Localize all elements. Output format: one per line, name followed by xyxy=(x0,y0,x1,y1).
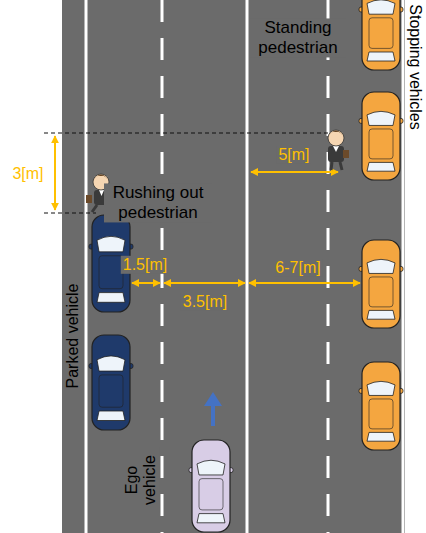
car-shape xyxy=(359,240,403,328)
pedestrian-label: Standing pedestrian xyxy=(250,18,346,57)
vehicles xyxy=(89,0,403,532)
vehicle-label: Ego vehicle xyxy=(123,447,160,513)
dimension-label: 3.5[m] xyxy=(181,293,229,311)
dimension-arrows xyxy=(55,136,360,283)
dimension-label: 5[m] xyxy=(276,146,311,164)
direction-arrow xyxy=(204,392,222,426)
car-shape xyxy=(189,440,233,532)
pedestrian-label: Rushing out pedestrian xyxy=(104,183,212,222)
vehicle-label: Stopping vehicles xyxy=(406,2,424,131)
road-surface xyxy=(62,0,405,533)
car-shape xyxy=(359,92,403,180)
dimension-label: 3[m] xyxy=(10,165,45,183)
dimension-label: 6-7[m] xyxy=(273,259,322,277)
dimension-label: 1.5[m] xyxy=(121,256,169,274)
car-shape xyxy=(359,362,403,450)
lane-lines xyxy=(86,0,403,533)
standing-pedestrian-figure xyxy=(328,130,349,170)
car-shape xyxy=(89,335,133,430)
car-shape xyxy=(359,0,403,70)
vehicle-label: Parked vehicle xyxy=(64,282,82,391)
